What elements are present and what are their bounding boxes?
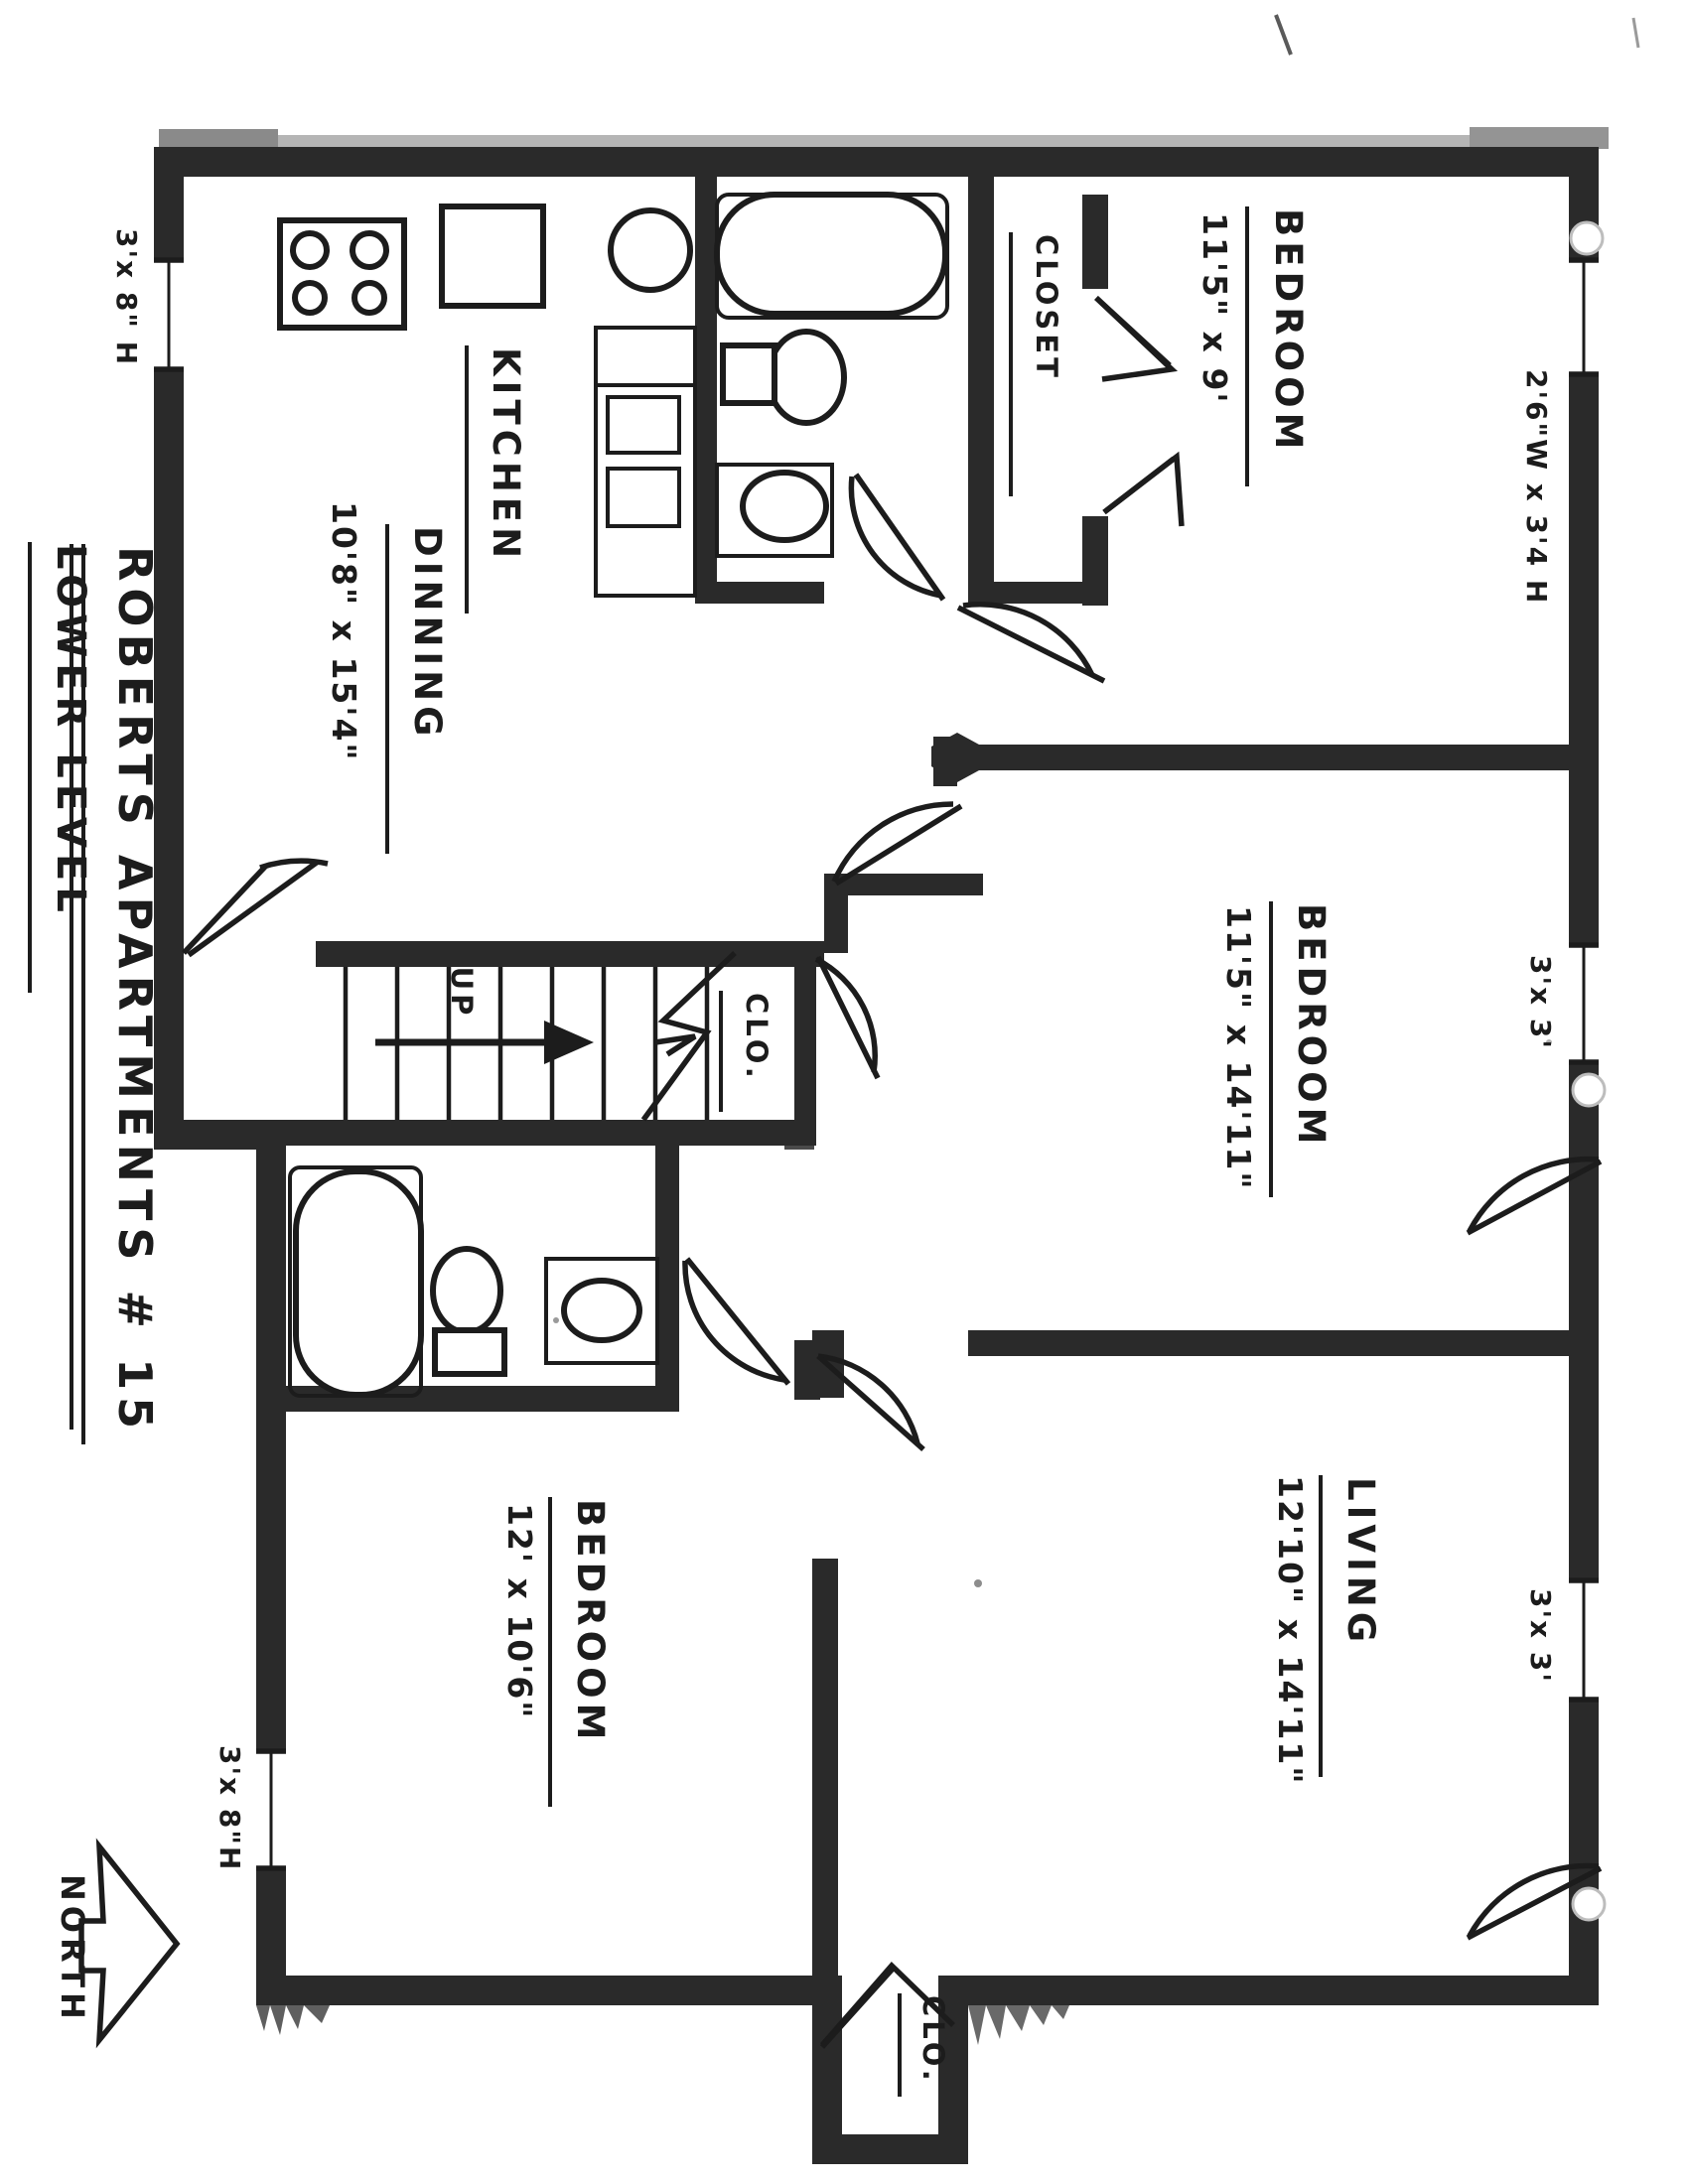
living-label: LIVING — [1339, 1477, 1382, 1647]
toilet-icon-2 — [430, 1246, 503, 1335]
living-dimensions: 12'10" x 14'11" — [1271, 1475, 1310, 1786]
stairs-up-label: UP — [445, 967, 479, 1020]
window-living-east-label: 3'x 3' — [1524, 1588, 1557, 1684]
door-swings — [181, 295, 1603, 2049]
refrigerator-icon — [439, 204, 546, 309]
north-arrow: NORTH — [54, 1838, 181, 2049]
plan-title: ROBERTS APARTMENTS # 15 — [108, 546, 162, 1435]
staircase: UP — [320, 951, 792, 1122]
upper-bathroom-fixtures — [594, 192, 949, 598]
room-labels: KITCHEN DINNING 10'8" x 15'4" BEDROOM 11… — [325, 206, 1382, 2097]
kitchen-label: KITCHEN — [485, 347, 527, 563]
bedroom-bottom-dimensions: 12' x 10'6" — [500, 1503, 539, 1719]
kitchen-fixtures — [277, 204, 693, 331]
closet-hall-label: CLO. — [740, 993, 774, 1082]
bedroom-middle-dimensions: 11'5" x 14'11" — [1219, 905, 1258, 1191]
north-label: NORTH — [54, 1874, 91, 2024]
windows — [154, 220, 1607, 1922]
bathroom-sink-icon-2 — [561, 1278, 642, 1343]
dinning-label: DINNING — [406, 526, 449, 742]
bedroom-top-dimensions: 11'5" x 9' — [1196, 212, 1234, 405]
toilet-icon — [766, 329, 847, 426]
scan-artifacts — [553, 14, 1640, 1587]
plan-subtitle: LOWER LEVEL — [48, 544, 93, 918]
kitchen-sink-icon — [608, 207, 693, 293]
window-bedroom-east-label: 3'x 3' — [1524, 955, 1557, 1050]
bathtub-icon-2 — [293, 1168, 424, 1398]
lower-bathroom-fixtures — [288, 1165, 659, 1398]
linen-cabinet — [594, 326, 697, 598]
bathroom-sink-icon — [740, 470, 829, 543]
interior-walls — [256, 177, 1599, 2007]
closet-bottom-label: CLO. — [916, 1995, 950, 2085]
window-kitchen-west-label: 3'x 8" H — [110, 228, 143, 366]
bedroom-bottom-label: BEDROOM — [569, 1499, 612, 1744]
bedroom-middle-label: BEDROOM — [1290, 903, 1333, 1149]
closet-top-label: CLOSET — [1030, 234, 1063, 381]
window-dimension-labels: 3'x 8" H 2'6"W x 3'4 H 3'x 3' 3'x 3' 3'x… — [110, 228, 1557, 1871]
bedroom-top-label: BEDROOM — [1267, 208, 1310, 454]
bathtub-icon — [714, 192, 948, 317]
title-block: ROBERTS APARTMENTS # 15 LOWER LEVEL — [28, 542, 162, 1444]
dinning-dimensions: 10'8" x 15'4" — [325, 501, 363, 762]
window-bedroom-west-label: 3'x 8"H — [213, 1745, 246, 1871]
window-bedroom-north-label: 2'6"W x 3'4 H — [1520, 369, 1553, 605]
